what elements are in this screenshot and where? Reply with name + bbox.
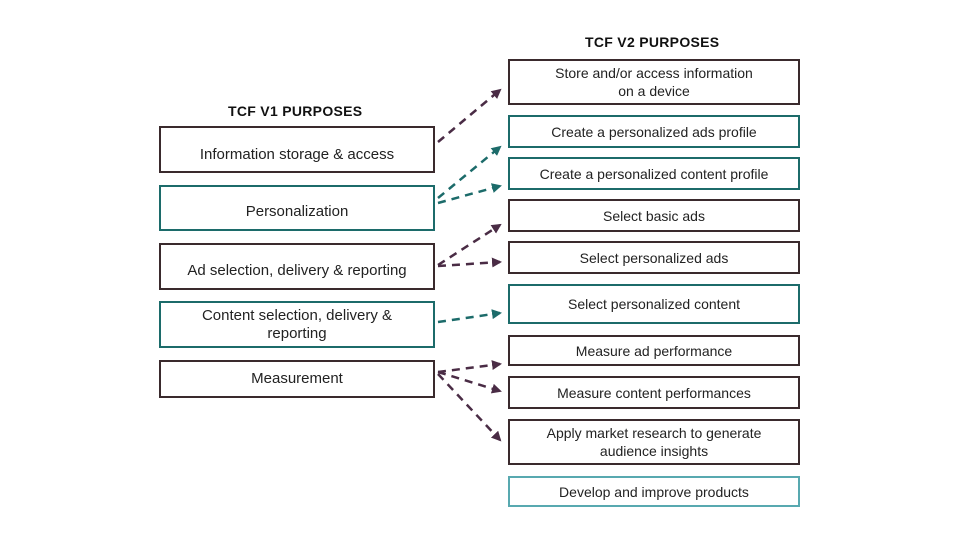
v2-purpose-personalized-content-profile: Create a personalized content profile <box>508 157 800 190</box>
v2-purpose-measure-content-performances: Measure content performances <box>508 376 800 409</box>
arrow-storage-to-store-access <box>437 88 502 143</box>
arrow-measurement-to-market-research <box>437 373 502 442</box>
v1-purpose-measurement: Measurement <box>159 360 435 398</box>
arrow-content-selection-to-personalized-content <box>437 309 502 324</box>
v1-purpose-ad-selection: Ad selection, delivery & reporting <box>159 243 435 290</box>
arrow-personalization-to-ads-profile <box>437 145 502 199</box>
v2-purpose-select-personalized-content: Select personalized content <box>508 284 800 324</box>
v2-purpose-store-access: Store and/or access information on a dev… <box>508 59 800 105</box>
arrow-personalization-to-content-profile <box>437 183 502 205</box>
arrow-ad-selection-to-basic-ads <box>437 223 502 267</box>
arrow-measurement-to-measure-ad <box>437 360 502 374</box>
v2-heading: TCF V2 PURPOSES <box>585 34 720 50</box>
arrow-ad-selection-to-personalized-ads <box>437 257 502 268</box>
v2-purpose-market-research: Apply market research to generate audien… <box>508 419 800 465</box>
v1-purpose-personalization: Personalization <box>159 185 435 231</box>
v2-purpose-develop-products: Develop and improve products <box>508 476 800 507</box>
v2-purpose-personalized-ads-profile: Create a personalized ads profile <box>508 115 800 148</box>
v2-purpose-select-basic-ads: Select basic ads <box>508 199 800 232</box>
v2-purpose-select-personalized-ads: Select personalized ads <box>508 241 800 274</box>
v1-purpose-content-selection: Content selection, delivery & reporting <box>159 301 435 348</box>
arrow-measurement-to-measure-content <box>437 370 502 394</box>
v1-heading: TCF V1 PURPOSES <box>228 103 363 119</box>
v2-purpose-measure-ad-performance: Measure ad performance <box>508 335 800 366</box>
v1-purpose-information-storage: Information storage & access <box>159 126 435 173</box>
